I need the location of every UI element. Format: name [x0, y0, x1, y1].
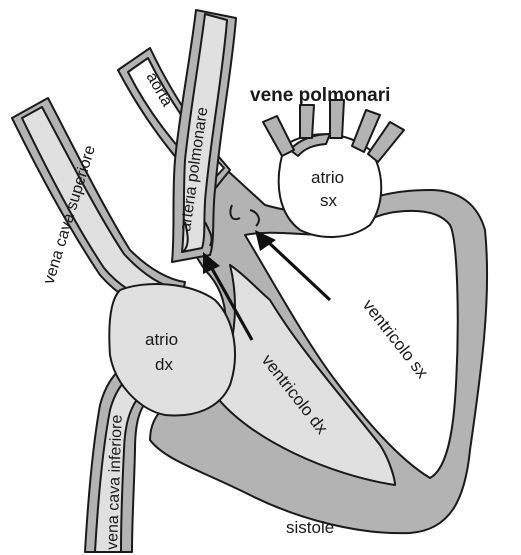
label-atrio-sx-1: atrio — [311, 168, 344, 187]
label-sistole: sistole — [286, 518, 334, 537]
label-atrio-dx-2: dx — [155, 355, 173, 374]
label-atrio-sx-2: sx — [320, 191, 338, 210]
label-atrio-dx-1: atrio — [145, 330, 178, 349]
label-vene-polmonari: vene polmonari — [250, 85, 390, 106]
